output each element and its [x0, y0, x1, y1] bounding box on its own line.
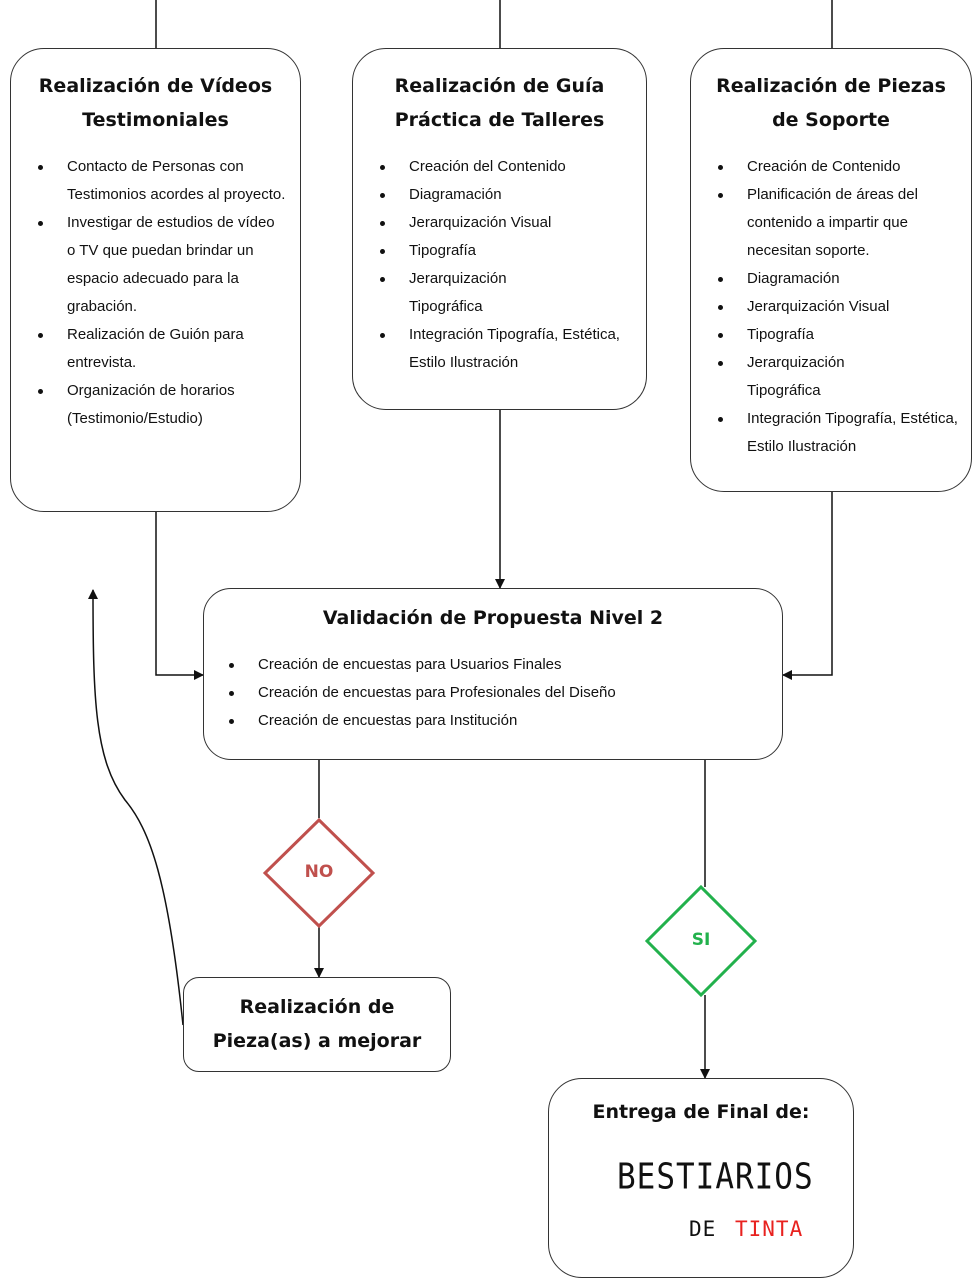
- validacion-task-list: Creación de encuestas para Usuarios Fina…: [226, 651, 772, 735]
- si-label: SI: [691, 930, 711, 950]
- si-diamond: [644, 884, 758, 998]
- no-label: NO: [304, 862, 334, 882]
- list-item: Jerarquización Tipográfica: [377, 265, 634, 321]
- logo-de: DE: [689, 1217, 717, 1241]
- entrega-title: Entrega de Final de:: [592, 1101, 810, 1123]
- list-item: Investigar de estudios de vídeo o TV que…: [35, 209, 286, 321]
- list-item: Integración Tipografía, Estética, Estilo…: [715, 405, 965, 461]
- list-item: Realización de Guión para entrevista.: [35, 321, 286, 377]
- logo-tinta: TINTA: [735, 1217, 804, 1241]
- list-item: Integración Tipografía, Estética, Estilo…: [377, 321, 634, 377]
- list-item: Contacto de Personas con Testimonios aco…: [35, 153, 286, 209]
- list-item: Diagramación: [715, 265, 965, 293]
- logo-bestiarios: BESTIARIOS: [617, 1156, 814, 1198]
- guia-task-list: Creación del Contenido Diagramación Jera…: [377, 153, 634, 377]
- arrow-videos-to-validation: [155, 512, 204, 680]
- list-item: Planificación de áreas del contenido a i…: [715, 181, 965, 265]
- list-item: Organización de horarios (Testimonio/Est…: [35, 377, 286, 433]
- mejorar-title-line2: Pieza(as) a mejorar: [212, 1030, 422, 1052]
- list-item: Jerarquización Visual: [377, 209, 634, 237]
- validacion-title: Validación de Propuesta Nivel 2: [322, 607, 664, 629]
- list-item: Creación de encuestas para Usuarios Fina…: [226, 651, 772, 679]
- no-diamond: [262, 817, 376, 929]
- list-item: Creación de Contenido: [715, 153, 965, 181]
- videos-title-line1: Realización de Vídeos: [38, 75, 273, 97]
- list-item: Creación del Contenido: [377, 153, 634, 181]
- list-item: Jerarquización Tipográfica: [715, 349, 965, 405]
- pieza-mejorar-box: Realización de Pieza(as) a mejorar: [183, 977, 451, 1072]
- entrega-final-box: Entrega de Final de: BESTIARIOS DE TINTA: [548, 1078, 854, 1278]
- list-item: Diagramación: [377, 181, 634, 209]
- piezas-soporte-box: Realización de Piezas de Soporte Creació…: [690, 48, 972, 492]
- arrow-piezas-to-validation: [782, 492, 833, 680]
- videos-task-list: Contacto de Personas con Testimonios aco…: [35, 153, 286, 433]
- list-item: Tipografía: [715, 321, 965, 349]
- piezas-title-line2: de Soporte: [772, 109, 890, 131]
- guia-practica-box: Realización de Guía Práctica de Talleres…: [352, 48, 647, 410]
- guia-title-line2: Práctica de Talleres: [394, 109, 605, 131]
- piezas-title-line1: Realización de Piezas: [716, 75, 946, 97]
- list-item: Tipografía: [377, 237, 634, 265]
- guia-title-line1: Realización de Guía: [394, 75, 605, 97]
- list-item: Jerarquización Visual: [715, 293, 965, 321]
- feedback-loop-arrow: [88, 589, 184, 1026]
- videos-title-line2: Testimoniales: [82, 109, 229, 131]
- list-item: Creación de encuestas para Institución: [226, 707, 772, 735]
- videos-testimoniales-box: Realización de Vídeos Testimoniales Cont…: [10, 48, 301, 512]
- validacion-box: Validación de Propuesta Nivel 2 Creación…: [203, 588, 783, 760]
- mejorar-title-line1: Realización de: [239, 996, 395, 1018]
- list-item: Creación de encuestas para Profesionales…: [226, 679, 772, 707]
- piezas-task-list: Creación de Contenido Planificación de á…: [715, 153, 965, 461]
